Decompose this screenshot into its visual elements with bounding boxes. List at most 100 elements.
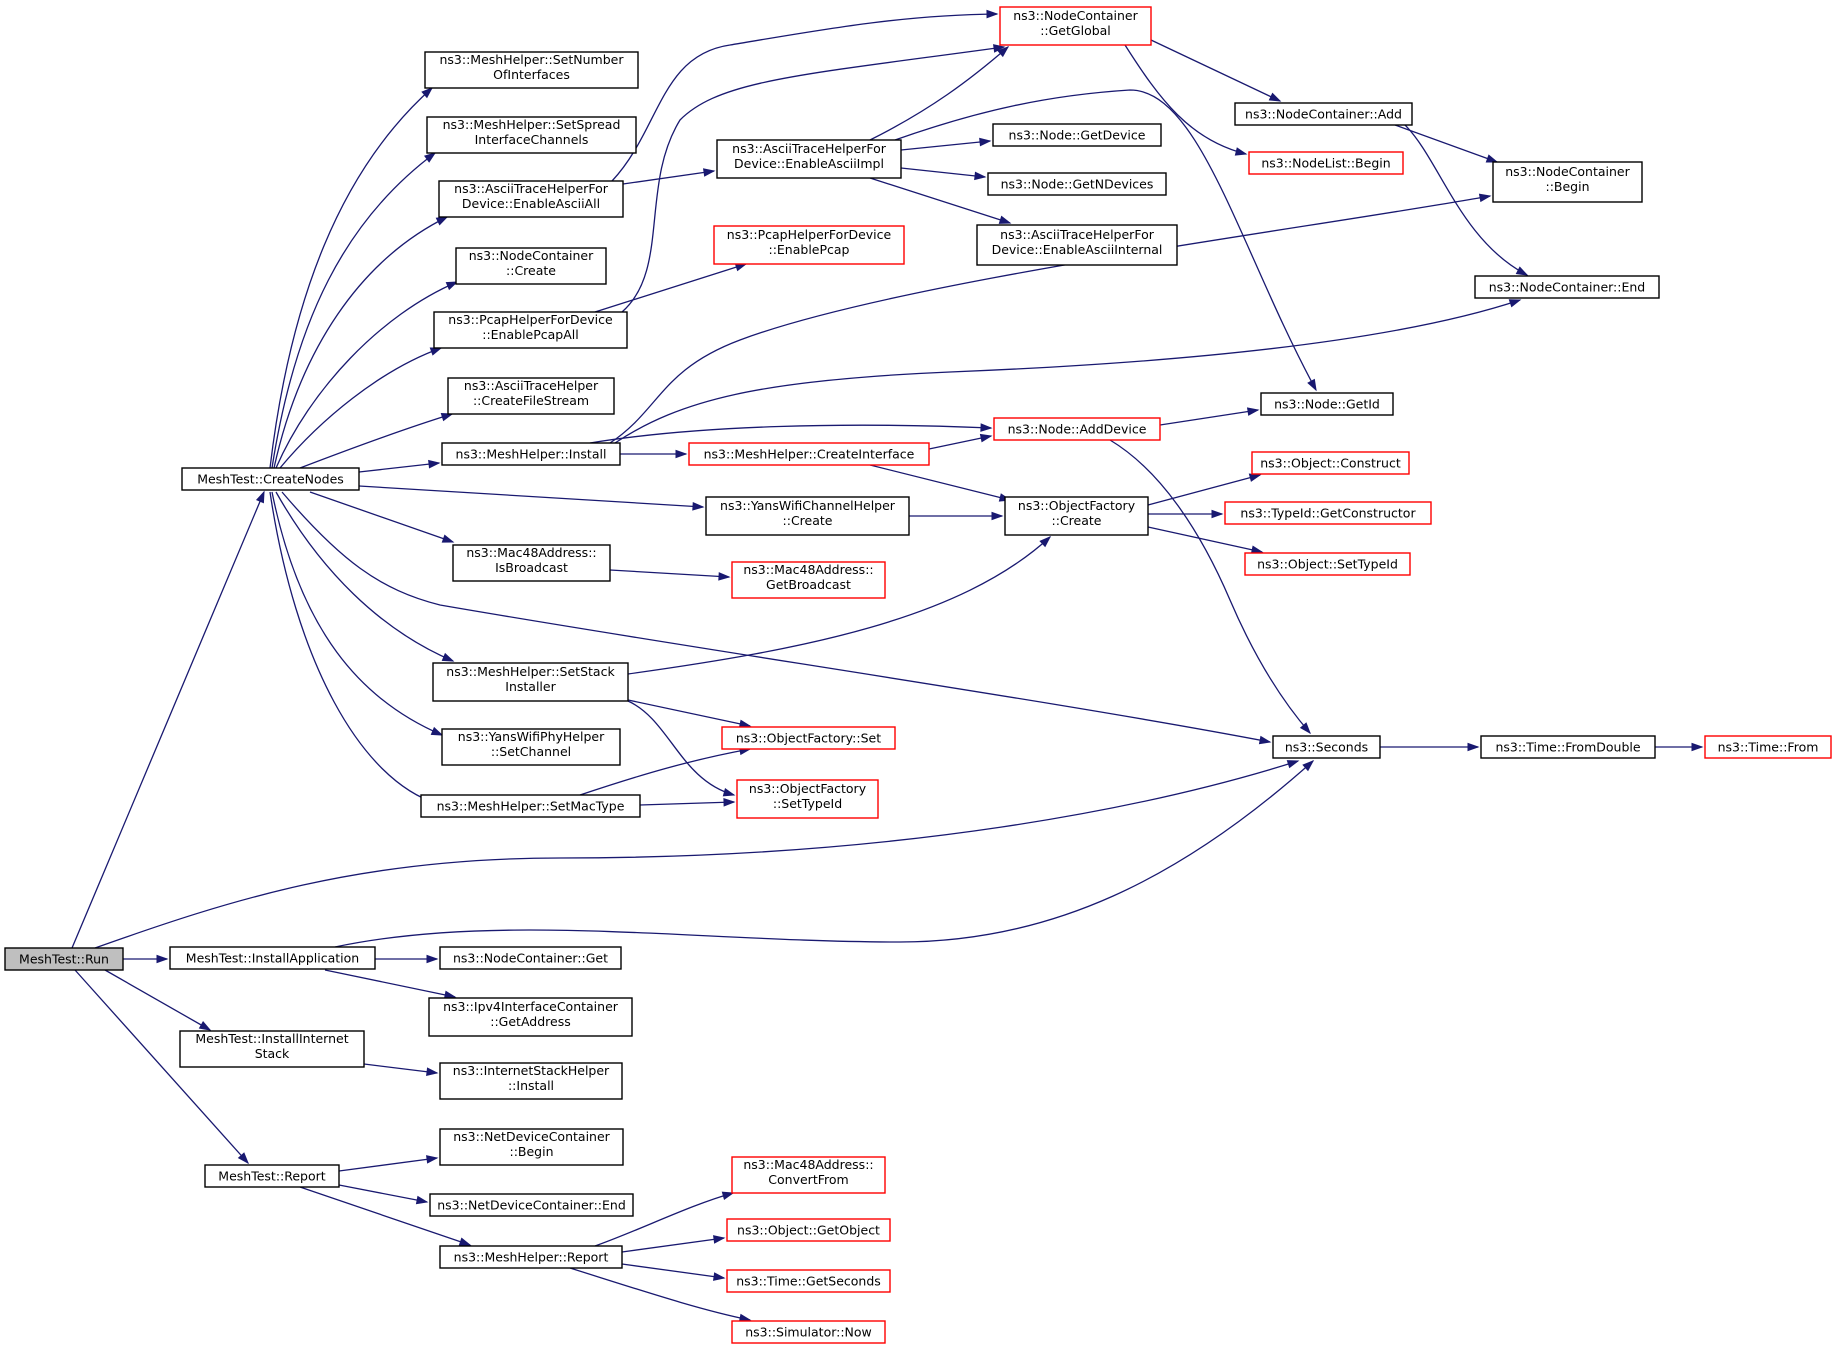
node-enablepcapall[interactable]: ns3::PcapHelperForDevice::EnablePcapAll (433, 311, 628, 349)
node-label-ofset-0: ns3::ObjectFactory::Set (736, 731, 881, 746)
edge-nodeadddevice-to-nodegetid (1159, 409, 1259, 426)
node-setspread[interactable]: ns3::MeshHelper::SetSpreadInterfaceChann… (426, 116, 637, 154)
node-report[interactable]: MeshTest::Report (204, 1164, 340, 1188)
node-box-objsettypeid (1244, 552, 1411, 576)
node-nodegetndevices[interactable]: ns3::Node::GetNDevices (987, 172, 1167, 196)
edge-createnodes-to-setnumif (269, 87, 433, 469)
node-yanscreate[interactable]: ns3::YansWifiChannelHelper::Create (705, 496, 910, 536)
arrowhead-createnodes-to-meshinstall (428, 459, 441, 469)
node-label-createnodes-0: MeshTest::CreateNodes (197, 472, 344, 487)
node-nodelistbegin[interactable]: ns3::NodeList::Begin (1248, 151, 1404, 175)
edge-enablepcapall-to-enablepcap (594, 263, 747, 313)
edge-enableasciiall-to-ncgetglobal (611, 13, 998, 182)
node-enableasciiall[interactable]: ns3::AsciiTraceHelperForDevice::EnableAs… (438, 180, 624, 218)
node-seconds[interactable]: ns3::Seconds (1272, 735, 1381, 759)
node-nodegetdevice[interactable]: ns3::Node::GetDevice (992, 123, 1162, 147)
edge-ofcreate-to-objconstruct (1147, 474, 1261, 506)
node-yanssetchannel[interactable]: ns3::YansWifiPhyHelper::SetChannel (441, 728, 621, 766)
node-label-nodegetid-0: ns3::Node::GetId (1274, 397, 1380, 412)
node-createnodes[interactable]: MeshTest::CreateNodes (181, 467, 360, 491)
node-isbroadcast[interactable]: ns3::Mac48Address::IsBroadcast (452, 544, 611, 582)
node-getobject[interactable]: ns3::Object::GetObject (726, 1218, 891, 1242)
node-ofset[interactable]: ns3::ObjectFactory::Set (721, 726, 896, 750)
node-ndcend[interactable]: ns3::NetDeviceContainer::End (429, 1193, 634, 1217)
arrowhead-enableasciiimpl-to-enableasciiinternal (998, 215, 1012, 224)
node-getbroadcast[interactable]: ns3::Mac48Address::GetBroadcast (731, 561, 886, 599)
edge-meshinstall-to-ncend (614, 299, 1521, 444)
edge-createnodes-to-setmactype (269, 491, 439, 805)
edge-enableasciiimpl-to-nodegetdevice (900, 140, 991, 151)
node-box-ipv4getaddress (428, 997, 633, 1037)
edge-installapp-to-ipv4getaddress (324, 969, 456, 998)
edge-ncgetglobal-to-ncadd (1150, 39, 1281, 102)
arrowhead-createinterface-to-nodeadddevice (979, 433, 993, 443)
node-setmactype[interactable]: ns3::MeshHelper::SetMacType (420, 794, 641, 818)
node-ndcbegin[interactable]: ns3::NetDeviceContainer::Begin (439, 1128, 624, 1166)
node-ipv4getaddress[interactable]: ns3::Ipv4InterfaceContainer::GetAddress (428, 997, 633, 1037)
node-label-ofsettypeid-0: ns3::ObjectFactory (749, 781, 867, 796)
node-run[interactable]: MeshTest::Run (4, 947, 124, 971)
node-box-ofsettypeid (736, 779, 879, 819)
arrowhead-report-to-ndcbegin (426, 1155, 439, 1164)
node-box-isbroadcast (452, 544, 611, 582)
edge-setmactype-to-ofset (579, 748, 751, 796)
node-box-setspread (426, 116, 637, 154)
edge-setstackinstaller-to-ofcreate (627, 536, 1051, 675)
node-getconstructor[interactable]: ns3::TypeId::GetConstructor (1224, 501, 1432, 525)
node-box-getconstructor (1224, 501, 1432, 525)
node-ofcreate[interactable]: ns3::ObjectFactory::Create (1004, 496, 1149, 536)
node-box-createnodes (181, 467, 360, 491)
node-label-setmactype-0: ns3::MeshHelper::SetMacType (437, 799, 625, 814)
node-getseconds[interactable]: ns3::Time::GetSeconds (726, 1269, 891, 1293)
node-objsettypeid[interactable]: ns3::Object::SetTypeId (1244, 552, 1411, 576)
node-nodeadddevice[interactable]: ns3::Node::AddDevice (993, 417, 1161, 441)
edge-enableasciiimpl-to-nodegetndevices (900, 167, 986, 178)
node-ncbegin[interactable]: ns3::NodeContainer::Begin (1492, 161, 1643, 203)
node-label-enablepcapall-0: ns3::PcapHelperForDevice (448, 312, 613, 327)
node-label-ndcbegin-1: ::Begin (509, 1144, 553, 1159)
node-simnow[interactable]: ns3::Simulator::Now (731, 1320, 886, 1344)
node-timefrom[interactable]: ns3::Time::From (1704, 735, 1832, 759)
node-fromdouble[interactable]: ns3::Time::FromDouble (1480, 735, 1656, 759)
node-label-getconstructor-0: ns3::TypeId::GetConstructor (1240, 506, 1416, 521)
node-ishinstall[interactable]: ns3::InternetStackHelper::Install (439, 1062, 623, 1100)
node-ncgetglobal[interactable]: ns3::NodeContainer::GetGlobal (999, 6, 1152, 46)
edge-createnodes-to-enableasciiall (273, 216, 448, 469)
node-enableasciiimpl[interactable]: ns3::AsciiTraceHelperForDevice::EnableAs… (716, 139, 902, 179)
node-box-ncget (439, 946, 622, 970)
node-objconstruct[interactable]: ns3::Object::Construct (1251, 451, 1410, 475)
edge-meshinstall-to-ncbegin (609, 195, 1491, 444)
node-installapp[interactable]: MeshTest::InstallApplication (169, 946, 376, 970)
arrowhead-enableasciiimpl-to-ncgetglobal (997, 46, 1010, 58)
node-nodegetid[interactable]: ns3::Node::GetId (1260, 392, 1394, 416)
node-meshinstall[interactable]: ns3::MeshHelper::Install (441, 442, 621, 466)
node-ncget[interactable]: ns3::NodeContainer::Get (439, 946, 622, 970)
arrowhead-enableasciiimpl-to-nodegetid (1307, 378, 1317, 392)
arrowhead-meshreport-to-getobject (713, 1235, 726, 1244)
node-box-setstackinstaller (432, 662, 629, 702)
node-ncadd[interactable]: ns3::NodeContainer::Add (1234, 102, 1413, 126)
node-box-run (4, 947, 124, 971)
node-createfilestream[interactable]: ns3::AsciiTraceHelper::CreateFileStream (447, 377, 615, 415)
node-enablepcap[interactable]: ns3::PcapHelperForDevice::EnablePcap (713, 225, 905, 265)
node-nccreate[interactable]: ns3::NodeContainer::Create (455, 247, 607, 285)
arrowhead-seconds-to-fromdouble (1467, 742, 1480, 752)
node-enableasciiinternal[interactable]: ns3::AsciiTraceHelperForDevice::EnableAs… (976, 224, 1178, 266)
node-label-nccreate-0: ns3::NodeContainer (469, 248, 594, 263)
node-convertfrom[interactable]: ns3::Mac48Address::ConvertFrom (731, 1156, 886, 1194)
node-label-enablepcapall-1: ::EnablePcapAll (482, 327, 579, 342)
arrowhead-installapp-to-seconds (1302, 760, 1315, 772)
node-box-yanssetchannel (441, 728, 621, 766)
arrowhead-installapp-to-ncget (426, 954, 439, 964)
node-ofsettypeid[interactable]: ns3::ObjectFactory::SetTypeId (736, 779, 879, 819)
node-createinterface[interactable]: ns3::MeshHelper::CreateInterface (688, 442, 930, 466)
node-box-enableasciiinternal (976, 224, 1178, 266)
node-meshreport[interactable]: ns3::MeshHelper::Report (439, 1245, 623, 1269)
node-box-enablepcapall (433, 311, 628, 349)
node-ncend[interactable]: ns3::NodeContainer::End (1474, 275, 1660, 299)
arrowhead-createnodes-to-setstackinstaller (441, 652, 455, 662)
edge-run-to-createnodes (71, 491, 265, 949)
